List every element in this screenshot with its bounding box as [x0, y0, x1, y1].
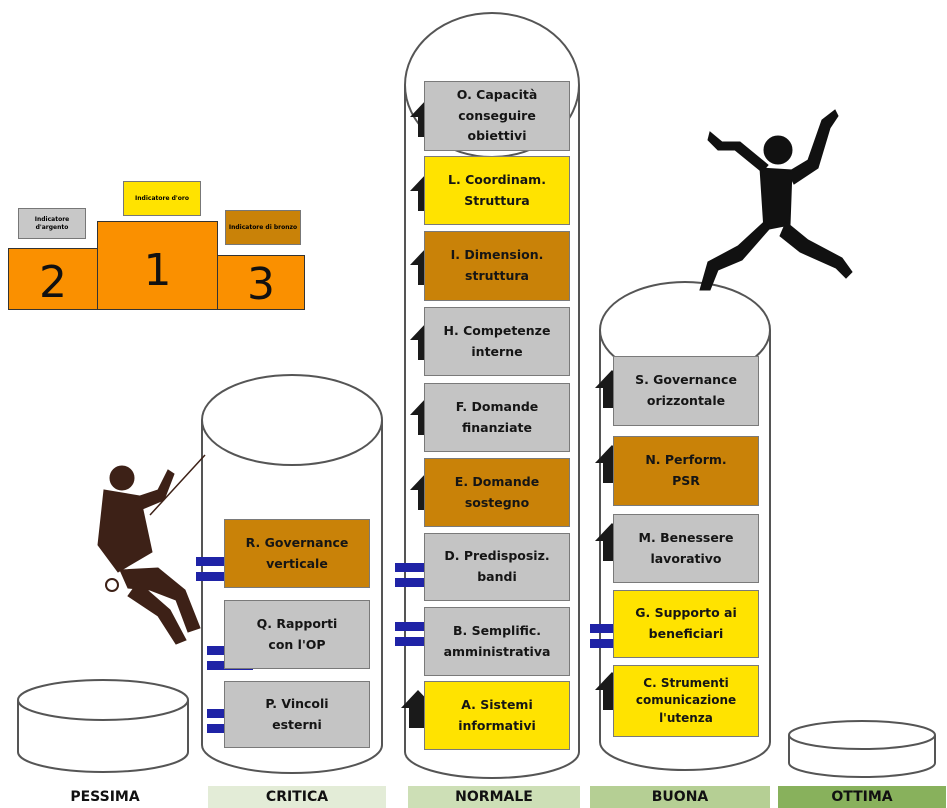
indicator-f-box: F. Domande finanziate	[424, 383, 570, 452]
podium-block-2	[8, 248, 98, 310]
podium-number-2: 2	[39, 257, 67, 308]
podium-block-1	[97, 221, 218, 310]
indicator-i-box: I. Dimension. struttura	[424, 231, 570, 301]
indicator-d-box: D. Predisposiz. bandi	[424, 533, 570, 601]
category-normale: NORMALE	[408, 786, 580, 808]
indicator-a-box: A. Sistemi informativi	[424, 681, 570, 750]
indicator-o-box: O. Capacità conseguire obiettivi	[424, 81, 570, 151]
indicator-r-box: R. Governance verticale	[224, 519, 370, 588]
indicator-h-box: H. Competenze interne	[424, 307, 570, 376]
podium-block-3	[217, 255, 305, 310]
podium-label-silver: Indicatore d'argento	[18, 208, 86, 239]
category-critica: CRITICA	[208, 786, 386, 808]
podium-label-bronze: Indicatore di bronzo	[225, 210, 301, 245]
cylinder-ottima	[788, 720, 936, 778]
indicator-e-box: E. Domande sostegno	[424, 458, 570, 527]
indicator-s-box: S. Governance orizzontale	[613, 356, 759, 426]
cylinder-pessima	[17, 679, 189, 773]
indicator-n-box: N. Perform. PSR	[613, 436, 759, 506]
jumper-icon	[699, 109, 853, 291]
podium-number-1: 1	[143, 244, 172, 296]
climber-icon	[97, 454, 206, 645]
indicator-g-box: G. Supporto ai beneficiari	[613, 590, 759, 658]
indicator-b-box: B. Semplific. amministrativa	[424, 607, 570, 676]
category-ottima: OTTIMA	[778, 786, 946, 808]
indicator-c-box: C. Strumenti comunicazione l'utenza	[613, 665, 759, 737]
podium-label-gold: Indicatore d'oro	[123, 181, 201, 216]
podium-number-3: 3	[247, 258, 275, 310]
indicator-l-box: L. Coordinam. Struttura	[424, 156, 570, 225]
category-pessima: PESSIMA	[70, 789, 140, 805]
indicator-p-box: P. Vincoli esterni	[224, 681, 370, 748]
category-buona: BUONA	[590, 786, 770, 808]
indicator-m-box: M. Benessere lavorativo	[613, 514, 759, 583]
indicator-q-box: Q. Rapporti con l'OP	[224, 600, 370, 669]
